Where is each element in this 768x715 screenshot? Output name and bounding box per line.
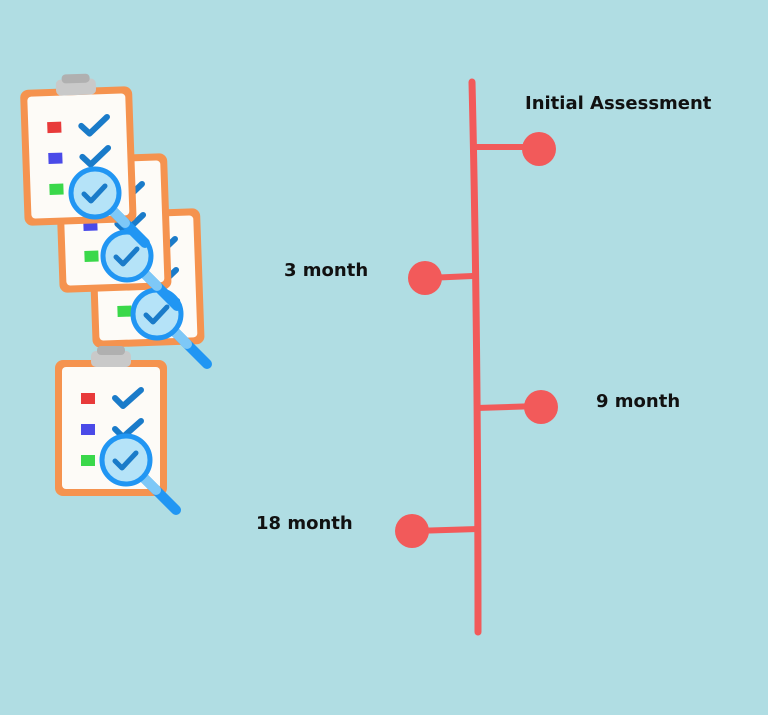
milestone-label-9-month: 9 month xyxy=(596,391,681,412)
milestone-label-initial-assessment: Initial Assessment xyxy=(525,93,712,114)
milestone-label-18-month: 18 month xyxy=(256,513,353,534)
milestone-marker xyxy=(474,390,558,424)
milestone-marker xyxy=(408,261,476,295)
milestone-marker xyxy=(471,132,556,166)
milestone-label-3-month: 3 month xyxy=(284,260,369,281)
clipboard-stack xyxy=(20,72,207,364)
milestone-marker xyxy=(395,514,481,548)
timeline-spine xyxy=(468,78,482,636)
